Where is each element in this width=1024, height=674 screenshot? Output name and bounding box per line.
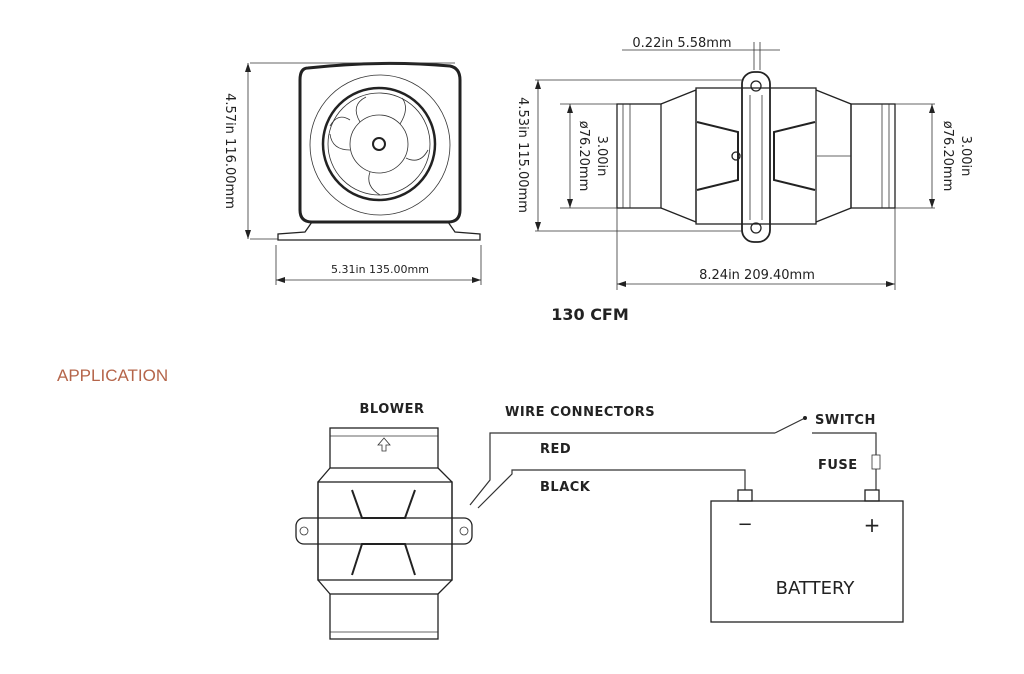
front-height-dimension: 4.57in 116.00mm	[222, 93, 237, 209]
length-dimension: 8.24in 209.40mm	[699, 268, 815, 283]
front-view: 4.57in 116.00mm 5.31in 135.00mm	[222, 61, 482, 285]
side-height-dimension: 4.53in 115.00mm	[515, 97, 530, 213]
wiring-diagram: BLOWER WIRE CONNECTORS RED BLACK SWITCH …	[295, 402, 904, 640]
airflow-rating: 130 CFM	[551, 305, 629, 324]
wire-connectors-label: WIRE CONNECTORS	[505, 405, 655, 420]
black-wire-label: BLACK	[540, 480, 591, 495]
side-view: 0.22in 5.58mm 4.53in 115.00mm 3.00in ø76…	[515, 36, 973, 290]
front-width-dimension: 5.31in 135.00mm	[331, 263, 429, 276]
fuse-label: FUSE	[818, 458, 858, 473]
red-wire-label: RED	[540, 442, 571, 457]
left-diameter-mm: ø76.20mm	[576, 121, 591, 192]
right-diameter-mm: ø76.20mm	[940, 121, 955, 192]
blower-illustration	[295, 427, 473, 640]
battery-label: BATTERY	[776, 578, 856, 599]
battery	[710, 500, 904, 623]
right-diameter-in: 3.00in	[958, 136, 973, 177]
flange-dimension: 0.22in 5.58mm	[632, 36, 731, 51]
black-wire	[477, 469, 746, 509]
negative-terminal: −	[737, 514, 752, 535]
positive-terminal: +	[864, 513, 881, 537]
switch-label: SWITCH	[815, 413, 876, 428]
red-wire	[469, 417, 806, 506]
application-heading: APPLICATION	[57, 366, 169, 385]
left-diameter-in: 3.00in	[594, 136, 609, 177]
blower-label: BLOWER	[359, 402, 424, 417]
